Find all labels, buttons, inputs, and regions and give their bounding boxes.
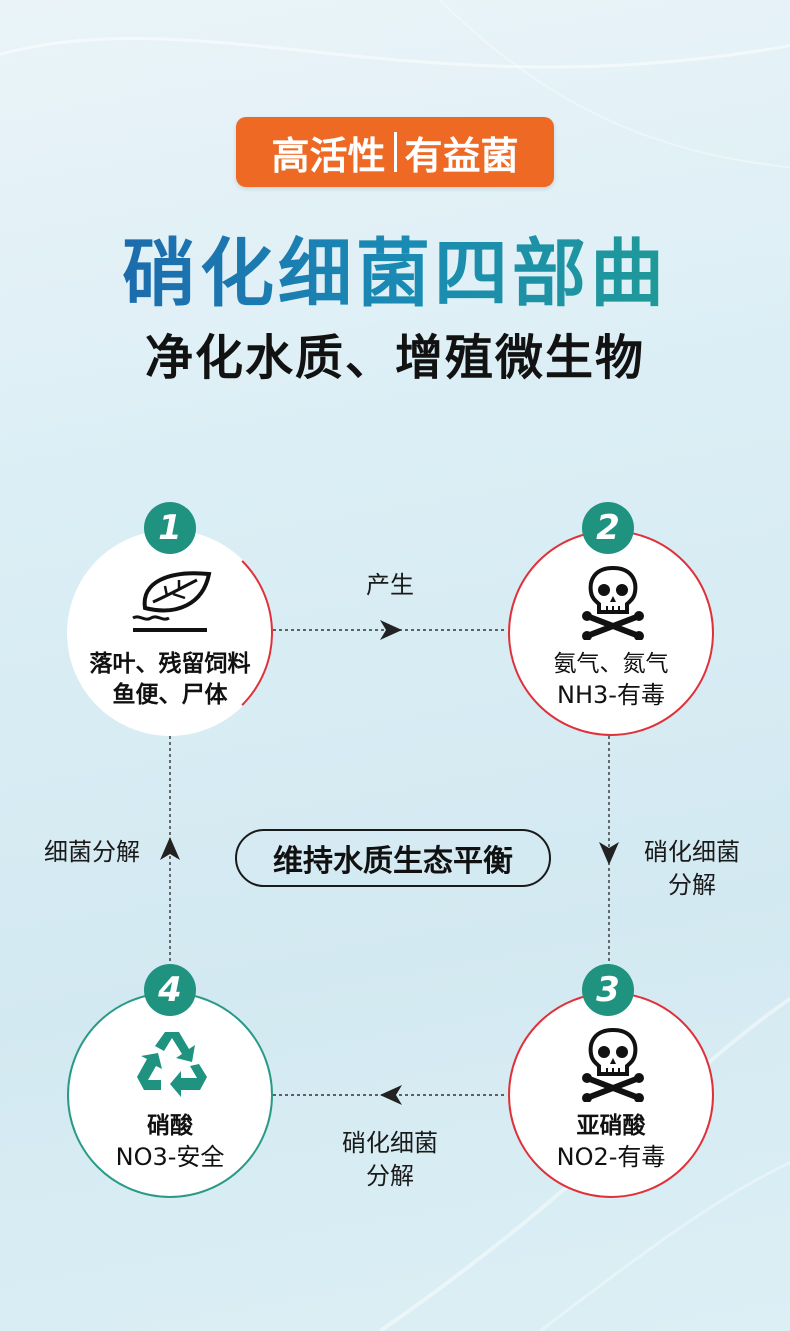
edge-label-left: 细菌分解 <box>44 838 140 866</box>
node-2-line2: NH3-有毒 <box>557 681 665 709</box>
node-4-line1: 硝酸 <box>147 1113 193 1139</box>
badge-right-text: 有益菌 <box>404 133 519 178</box>
node-4-number: 4 <box>144 964 196 1016</box>
badge-left-text: 高活性 <box>271 133 386 178</box>
skull-crossbones-icon <box>582 566 644 640</box>
edge-label-bottom: 硝化细菌 分解 <box>326 1127 454 1193</box>
cycle-node-3: 亚硝酸 NO2-有毒 <box>508 992 714 1198</box>
node-1-label: 落叶、残留饲料 鱼便、尸体 <box>69 649 271 711</box>
edge-label-top: 产生 <box>366 571 414 599</box>
node-4-line2: NO3-安全 <box>115 1143 225 1171</box>
leaf-icon <box>132 571 212 632</box>
node-2-label: 氨气、氮气 NH3-有毒 <box>510 649 712 711</box>
arrow-top <box>380 620 402 640</box>
edge-label-right: 硝化细菌 分解 <box>628 836 756 902</box>
page-title: 硝化细菌四部曲 <box>0 214 790 321</box>
page-subtitle: 净化水质、增殖微生物 <box>144 330 645 386</box>
node-3-line1: 亚硝酸 <box>576 1113 646 1139</box>
edge-label-bottom-line1: 硝化细菌 <box>342 1129 438 1157</box>
header-badge: 高活性 有益菌 <box>236 117 554 187</box>
arrow-right <box>599 842 619 865</box>
node-3-line2: NO2-有毒 <box>556 1143 666 1171</box>
node-1-line2: 鱼便、尸体 <box>112 682 228 708</box>
node-2-line1: 氨气、氮气 <box>553 651 669 677</box>
edge-label-right-line1: 硝化细菌 <box>644 838 740 866</box>
cycle-node-4: 硝酸 NO3-安全 <box>67 992 273 1198</box>
arrow-bottom <box>380 1085 402 1105</box>
recycle-icon <box>137 1032 207 1097</box>
edge-label-right-line2: 分解 <box>668 871 716 899</box>
node-1-number: 1 <box>144 502 196 554</box>
badge-separator <box>393 132 397 172</box>
node-4-label: 硝酸 NO3-安全 <box>69 1111 271 1173</box>
center-pill: 维持水质生态平衡 <box>235 829 551 887</box>
cycle-node-2: 氨气、氮气 NH3-有毒 <box>508 530 714 736</box>
edge-label-bottom-line2: 分解 <box>366 1162 414 1190</box>
node-1-line1: 落叶、残留饲料 <box>89 651 251 677</box>
node-2-number: 2 <box>582 502 634 554</box>
skull-crossbones-icon <box>582 1028 644 1102</box>
node-3-label: 亚硝酸 NO2-有毒 <box>510 1111 712 1173</box>
arrow-left <box>160 837 180 860</box>
cycle-node-1: 落叶、残留饲料 鱼便、尸体 <box>67 530 273 736</box>
node-3-number: 3 <box>582 964 634 1016</box>
